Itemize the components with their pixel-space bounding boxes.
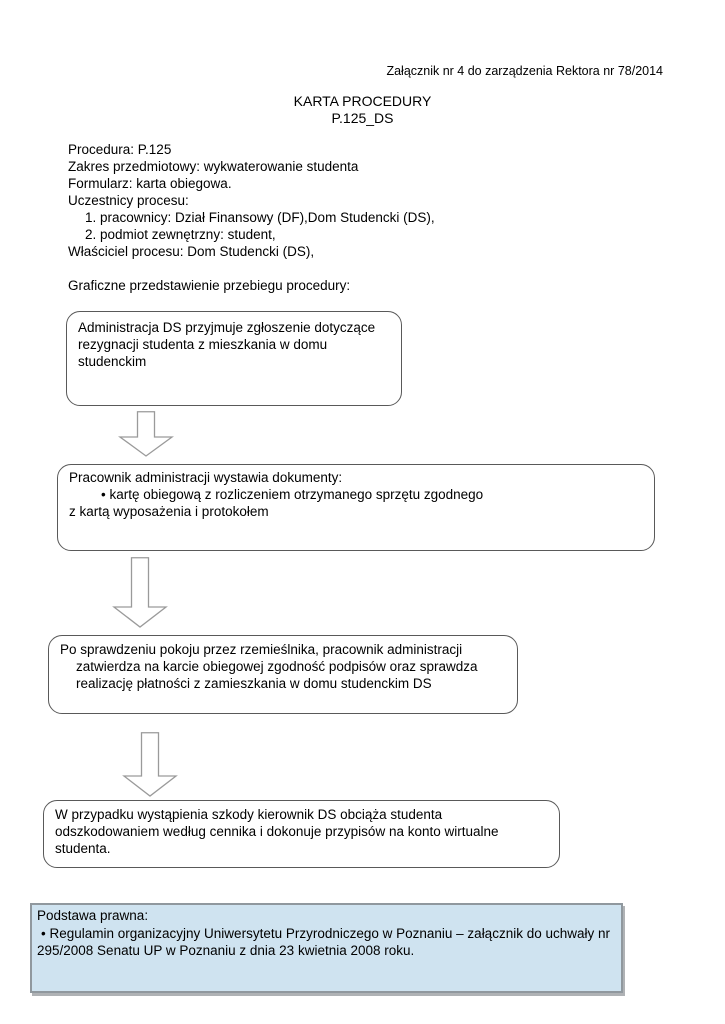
- legal-basis-box: Podstawa prawna: • Regulamin organizacyj…: [30, 903, 623, 993]
- info-line-pracownicy: 1. pracownicy: Dział Finansowy (DF),Dom …: [85, 210, 435, 225]
- flow-step-4: W przypadku wystąpienia szkody kierownik…: [43, 800, 560, 868]
- flow-step-1: Administracja DS przyjmuje zgłoszenie do…: [66, 311, 402, 406]
- info-spacer: [68, 260, 435, 277]
- procedure-info-block: Procedura: P.125 Zakres przedmiotowy: wy…: [68, 141, 435, 294]
- info-line-formularz: Formularz: karta obiegowa.: [68, 176, 232, 191]
- info-line-podmiot: 2. podmiot zewnętrzny: student,: [85, 227, 276, 242]
- legal-basis-heading: Podstawa prawna:: [37, 908, 149, 923]
- info-line-uczestnicy: Uczestnicy procesu:: [68, 193, 189, 208]
- flow-step-4-text: W przypadku wystąpienia szkody kierownik…: [55, 807, 499, 856]
- legal-basis-line-3: 295/2008 Senatu UP w Poznaniu z dnia 23 …: [37, 943, 415, 958]
- flow-step-1-text: Administracja DS przyjmuje zgłoszenie do…: [78, 320, 376, 369]
- down-arrow-icon: [112, 557, 168, 628]
- flow-step-2-line-3: z kartą wyposażenia i protokołem: [69, 504, 269, 519]
- info-line-procedura: Procedura: P.125: [68, 142, 172, 157]
- flow-step-3: Po sprawdzeniu pokoju przez rzemieślnika…: [48, 635, 518, 714]
- flow-step-3-line-2: zatwierdza na karcie obiegowej zgodność …: [76, 659, 478, 674]
- down-arrow-icon: [118, 411, 174, 457]
- flow-step-2-line-2: • kartę obiegową z rozliczeniem otrzyman…: [101, 487, 484, 502]
- info-line-zakres: Zakres przedmiotowy: wykwaterowanie stud…: [68, 159, 359, 174]
- info-line-wlasciciel: Właściciel procesu: Dom Studencki (DS),: [68, 244, 315, 259]
- legal-basis-line-2: • Regulamin organizacyjny Uniwersytetu P…: [41, 925, 610, 941]
- attachment-note: Załącznik nr 4 do zarządzenia Rektora nr…: [386, 64, 663, 78]
- info-line-caption: Graficzne przedstawienie przebiegu proce…: [68, 278, 351, 293]
- title-block: KARTA PROCEDURY P.125_DS: [0, 93, 725, 126]
- flow-step-3-line-3: realizację płatności z zamieszkania w do…: [76, 676, 432, 691]
- document-subtitle: P.125_DS: [331, 109, 394, 126]
- flow-step-2: Pracownik administracji wystawia dokumen…: [57, 464, 655, 551]
- document-title: KARTA PROCEDURY: [293, 93, 432, 109]
- down-arrow-icon: [122, 732, 178, 797]
- flow-step-3-line-1: Po sprawdzeniu pokoju przez rzemieślnika…: [60, 642, 463, 657]
- flow-step-2-line-1: Pracownik administracji wystawia dokumen…: [69, 470, 343, 485]
